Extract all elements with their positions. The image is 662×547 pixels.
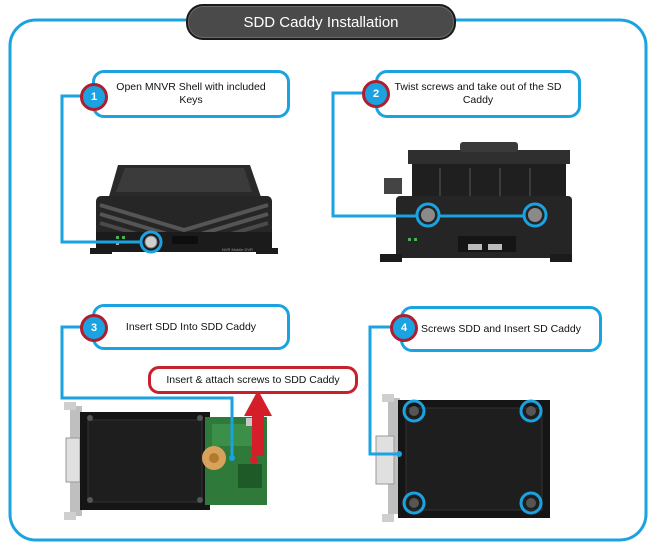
caddy-with-ssd bbox=[64, 402, 267, 520]
connector-step-3-end bbox=[229, 455, 235, 461]
step-1-callout: Open MNVR Shell with included Keys bbox=[92, 70, 290, 118]
warning-arrow-shaft bbox=[252, 412, 264, 456]
connector-step-4 bbox=[368, 325, 396, 456]
caddy-screwed bbox=[375, 394, 550, 522]
device-label: NVR Mobile DVR bbox=[222, 247, 253, 252]
screw-highlight-left bbox=[415, 202, 441, 228]
screw-highlight-right bbox=[522, 202, 548, 228]
step-4-badge: 4 bbox=[390, 314, 418, 342]
page-title: SDD Caddy Installation bbox=[186, 4, 456, 40]
connector-step-1 bbox=[60, 94, 142, 244]
step-2-callout: Twist screws and take out of the SD Cadd… bbox=[375, 70, 581, 118]
step-3-badge: 3 bbox=[80, 314, 108, 342]
screw-ring-top-right bbox=[519, 399, 543, 423]
step-4-callout: Screws SDD and Insert SD Caddy bbox=[400, 306, 602, 352]
key-highlight bbox=[139, 230, 163, 254]
attach-screws-callout: Insert & attach screws to SDD Caddy bbox=[148, 366, 358, 394]
screw-ring-top-left bbox=[402, 399, 426, 423]
mnvr-device-front: NVR Mobile DVR bbox=[90, 165, 278, 254]
warning-arrow-head bbox=[244, 390, 272, 416]
connector-step-4-end bbox=[396, 451, 402, 457]
step-3-callout: Insert SDD Into SDD Caddy bbox=[92, 304, 290, 350]
screw-ring-bottom-left bbox=[402, 491, 426, 515]
mnvr-device-open bbox=[380, 142, 572, 262]
connector-step-3 bbox=[60, 325, 234, 458]
screw-ring-bottom-right bbox=[519, 491, 543, 515]
step-2-badge: 2 bbox=[362, 80, 390, 108]
screw-hole-marker bbox=[250, 456, 258, 464]
connector-step-2 bbox=[331, 91, 418, 218]
step-1-badge: 1 bbox=[80, 83, 108, 111]
